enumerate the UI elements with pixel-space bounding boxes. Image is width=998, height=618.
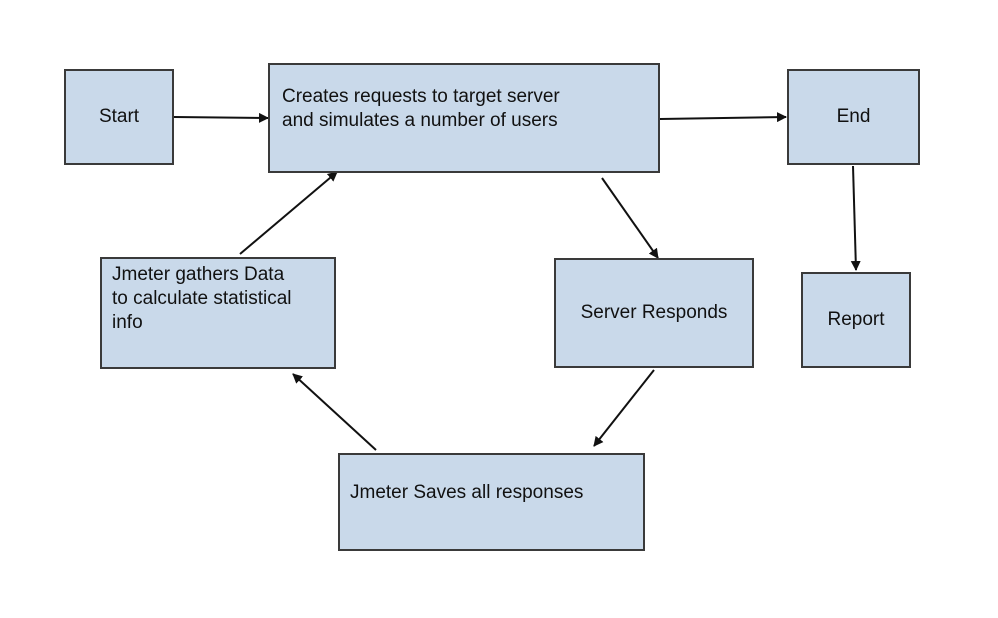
- node-server-responds: Server Responds: [554, 258, 754, 368]
- node-jmeter-gathers-data-label: Jmeter gathers Data to calculate statist…: [112, 264, 292, 333]
- node-start-label: Start: [98, 106, 140, 127]
- arrow-creates-to-end: [659, 112, 787, 123]
- node-start: Start: [64, 69, 174, 165]
- arrow-server-to-saves: [593, 369, 655, 447]
- node-end: End: [787, 69, 920, 165]
- node-report-label: Report: [827, 309, 885, 330]
- node-jmeter-gathers-data: Jmeter gathers Data to calculate statist…: [100, 257, 336, 369]
- arrow-start-to-creates: [173, 112, 269, 123]
- node-end-label: End: [836, 106, 871, 127]
- node-creates-requests: Creates requests to target server and si…: [268, 63, 660, 173]
- arrow-saves-to-gathers: [292, 373, 377, 451]
- arrow-creates-to-server: [601, 177, 659, 259]
- arrow-gathers-to-creates: [239, 171, 338, 255]
- node-jmeter-saves-responses-label: Jmeter Saves all responses: [350, 482, 584, 503]
- node-report: Report: [801, 272, 911, 368]
- node-server-responds-label: Server Responds: [580, 302, 728, 323]
- node-creates-requests-label: Creates requests to target server and si…: [282, 86, 560, 131]
- arrow-end-to-report: [850, 165, 861, 271]
- node-jmeter-saves-responses: Jmeter Saves all responses: [338, 453, 645, 551]
